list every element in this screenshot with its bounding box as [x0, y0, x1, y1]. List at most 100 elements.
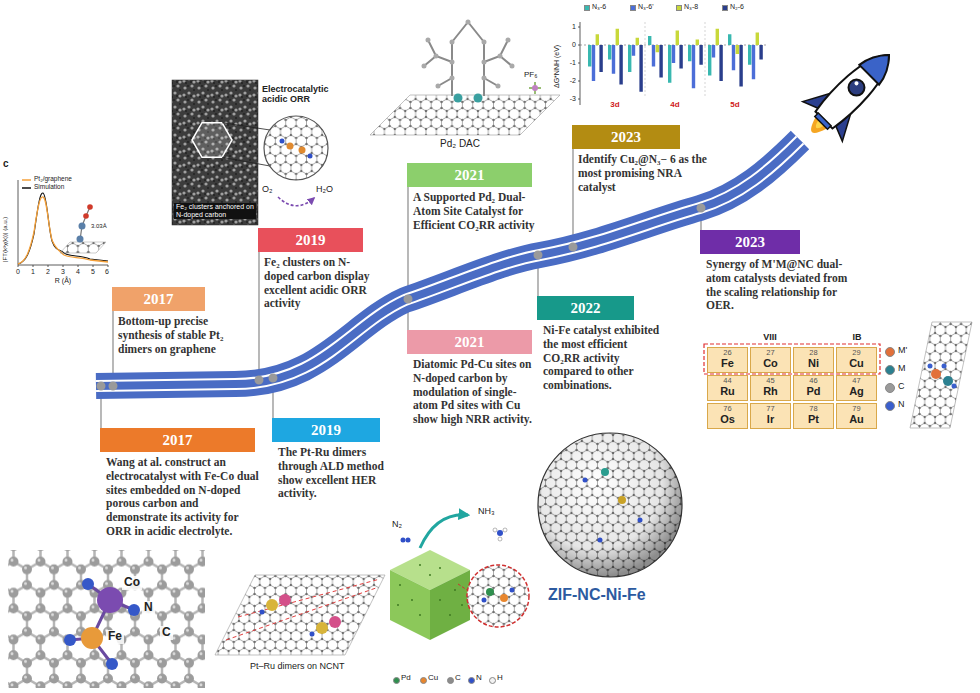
- pf6-ion: [529, 82, 541, 94]
- m-atom: [943, 376, 953, 386]
- year-band: 2019: [258, 228, 363, 252]
- rocket-window: [845, 76, 868, 99]
- year-text: 2017: [144, 291, 174, 307]
- n-atom: [128, 604, 140, 616]
- legend-swatch: [676, 5, 682, 11]
- element-cell: 45Rh: [750, 375, 791, 401]
- element-cell: 27Co: [750, 347, 791, 373]
- n2-atom: [401, 538, 406, 543]
- chart-axis: [580, 22, 581, 105]
- timeline-ribbon: [96, 140, 800, 386]
- zoom-circle-ground: [264, 116, 328, 180]
- figure-label: ZIF-NC-Ni-Fe: [548, 586, 646, 604]
- lens: [467, 565, 529, 627]
- ligand-frame: [424, 22, 512, 96]
- element-cell: 77Ir: [750, 403, 791, 429]
- figure-label: ΔG*NNH (eV): [553, 45, 561, 88]
- rocket: [792, 35, 909, 152]
- n-atom: [497, 530, 503, 536]
- ligand-atoms: [424, 22, 512, 86]
- ni-atom: [618, 496, 626, 504]
- pd-cu-figure: [390, 515, 529, 640]
- pd-atom: [454, 94, 463, 103]
- bars: [599, 45, 762, 92]
- figure-label: -1: [570, 59, 576, 67]
- nanotube-sheet: [215, 575, 385, 655]
- zoom-guide: [458, 584, 467, 590]
- figure-label: c: [3, 158, 9, 170]
- fe-atom: [81, 627, 103, 649]
- figure-label: 5: [91, 268, 95, 276]
- exafs-plot: [18, 180, 108, 267]
- milestone: 2023Synergy of M'M@NC dual-atom catalyst…: [700, 230, 860, 313]
- element-cell: 46Pd: [793, 375, 834, 401]
- element-symbol: Os: [709, 413, 746, 425]
- milestone: 2017Bottom-up precise synthesis of stabl…: [112, 287, 252, 356]
- element-cell: 28Ni: [793, 347, 834, 373]
- year-text: 2023: [611, 129, 641, 145]
- figure-label: NH₃: [478, 506, 495, 516]
- figure-label: 3d: [610, 100, 619, 109]
- legend-swatch: [468, 677, 475, 684]
- figure-label: 2: [46, 268, 50, 276]
- milestone: 2022Ni-Fe catalyst exhibited the most ef…: [537, 296, 662, 393]
- milestone: 2019Fe₂ clusters on N-doped carbon displ…: [258, 228, 370, 311]
- ribbon-core: [96, 140, 800, 386]
- pd-atom: [486, 588, 494, 596]
- n-atom: [106, 658, 118, 670]
- cage-shade: [538, 433, 682, 577]
- figure-label: H₂O: [316, 184, 333, 194]
- atomic-number: 77: [752, 405, 789, 413]
- figure-label: O₂: [262, 184, 273, 194]
- legend-swatch: [420, 677, 427, 684]
- element-symbol: Co: [752, 357, 789, 369]
- nanotube-sheet-ground: [215, 575, 385, 655]
- pt-atom: [77, 236, 84, 243]
- year-text: 2023: [735, 234, 765, 250]
- atomic-number: 29: [838, 349, 875, 357]
- cube-right: [430, 570, 470, 640]
- legend-text: N: [898, 400, 905, 410]
- m-prime-atom: [931, 369, 941, 379]
- legend-swatch: [630, 5, 636, 11]
- fe-co-structure: [8, 550, 205, 688]
- atomic-number: 45: [752, 377, 789, 385]
- element-symbol: Pt: [795, 413, 832, 425]
- mini-graphene: [60, 242, 106, 253]
- pt-atom: [79, 223, 86, 230]
- zoom-hexagon: [192, 123, 232, 158]
- legend-swatch: [393, 677, 400, 684]
- legend-swatch: [447, 677, 454, 684]
- legend-swatch: [584, 5, 590, 11]
- plot-ticks: [18, 265, 108, 267]
- milestone: 2023Identify Cu₂@N₃− 6 as the most promi…: [572, 125, 707, 194]
- nrr-arrow: [420, 515, 468, 548]
- n-atom: [280, 139, 285, 144]
- zoom-circle: [264, 116, 328, 180]
- figure-label: 4d: [670, 100, 679, 109]
- fe-atom: [601, 468, 609, 476]
- element-symbol: Fe: [709, 357, 746, 369]
- year-text: 2019: [296, 232, 326, 248]
- figure-label: Co: [122, 576, 142, 590]
- milestone-description: Synergy of M'M@NC dual-atom catalysts de…: [700, 258, 860, 313]
- element-cell: 76Os: [707, 403, 748, 429]
- lens-ground: [467, 565, 529, 627]
- window-shine: [854, 80, 860, 86]
- figure-label: -2: [570, 77, 576, 85]
- year-band: 2023: [700, 230, 800, 254]
- figure-label: 5d: [730, 100, 739, 109]
- legend-text: C: [898, 382, 905, 392]
- element-symbol: Ir: [752, 413, 789, 425]
- selection-box: [704, 344, 880, 374]
- simulation-curve: [18, 193, 108, 264]
- structure-sheet-ground: [910, 322, 972, 428]
- element-cell: 79Au: [836, 403, 877, 429]
- element-symbol: Au: [838, 413, 875, 425]
- figure-label: 1: [572, 23, 576, 31]
- carbon-lattice: [8, 550, 205, 688]
- year-text: 2017: [163, 432, 193, 448]
- atomic-number: 79: [838, 405, 875, 413]
- dual-atom-figure: [704, 322, 972, 428]
